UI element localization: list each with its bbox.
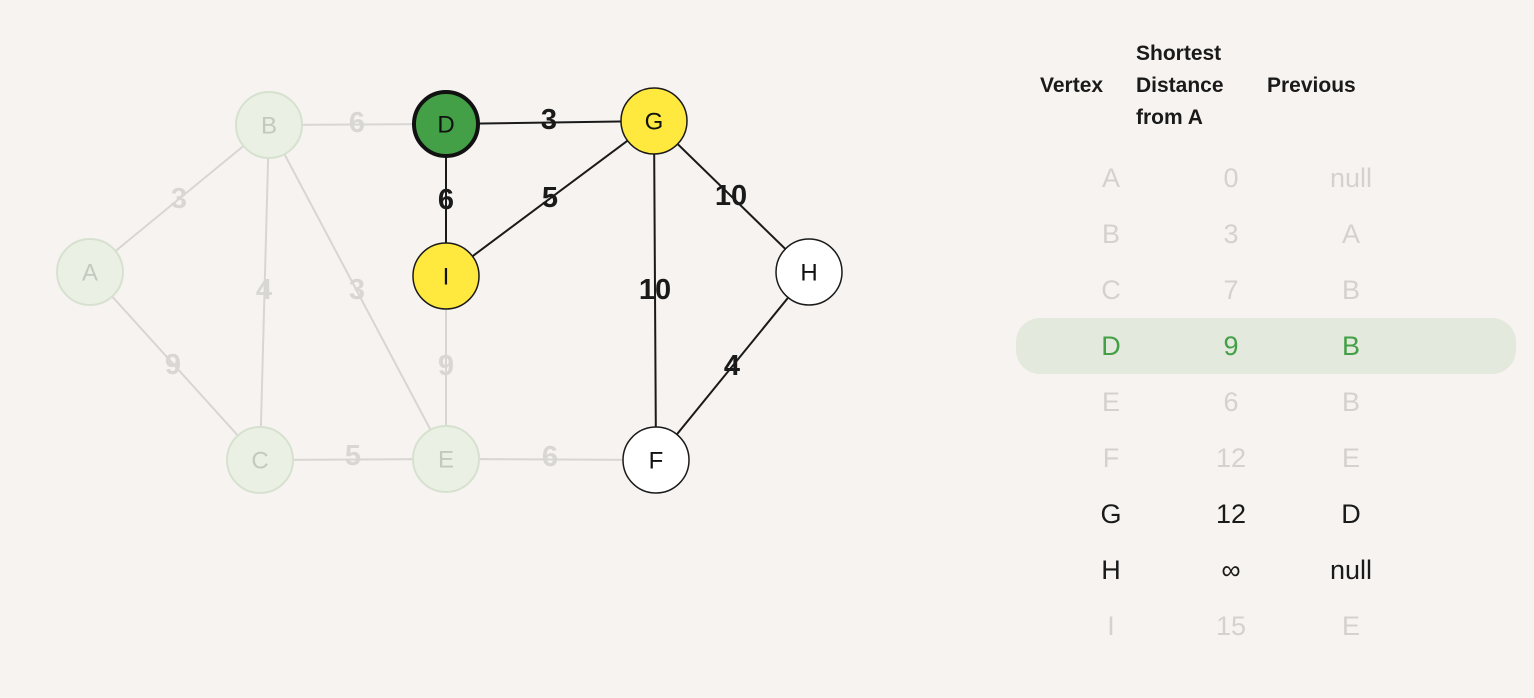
node-a-circle [56,238,124,306]
node-c-circle [226,426,294,494]
node-e-label: E [438,447,454,474]
table-row-c: C 7 B [1016,262,1516,318]
edge-a-c [89,271,261,461]
cell-vertex: E [1101,387,1120,417]
node-e: E [412,425,480,493]
node-h: H [775,238,843,306]
cell-vertex: F [1102,443,1120,473]
table-row-i: I 15 E [1016,598,1516,654]
node-c-label: C [251,448,268,475]
header-vertex: Vertex [1040,74,1104,97]
edge-g-f [653,120,657,461]
cell-vertex: D [1101,331,1121,361]
edge-g-h [653,120,810,273]
edge-weight-b-c: 4 [256,274,272,306]
node-h-label: H [800,260,817,287]
cell-previous: D [1341,499,1361,529]
node-d-label: D [437,112,454,139]
node-g-label: G [645,109,664,136]
edge-weight-g-h: 10 [715,180,747,212]
cell-vertex: G [1100,499,1122,529]
node-b-label: B [261,113,277,140]
cell-previous: B [1341,331,1360,361]
node-g-circle [620,87,688,155]
nodes-layer: A B C D E F G H I [56,87,843,494]
cell-vertex: C [1101,275,1121,305]
edge-a-b [89,124,270,273]
table-row-a: A 0 null [1016,150,1516,206]
cell-distance: 0 [1223,163,1239,193]
node-f: F [622,426,690,494]
edge-weight-a-b: 3 [171,183,187,215]
node-d-circle [412,90,480,158]
node-h-circle [775,238,843,306]
cell-vertex: B [1101,219,1120,249]
node-i-label: I [443,264,450,291]
edge-weight-b-d: 6 [349,107,365,139]
node-b: B [235,91,303,159]
header-distance: Shortest Distance from A [1136,38,1224,134]
edge-weight-e-f: 6 [542,441,558,473]
edge-weight-b-e: 3 [349,274,365,306]
cell-previous: B [1341,387,1360,417]
edge-weight-g-f: 10 [639,274,671,306]
node-c: C [226,426,294,494]
cell-distance: 9 [1223,331,1239,361]
table-row-e: E 6 B [1016,374,1516,430]
header-distance-line-1: Shortest [1136,42,1222,65]
edge-h-f [655,271,810,461]
cell-distance: 12 [1215,499,1247,529]
cell-vertex: I [1107,611,1115,641]
node-a: A [56,238,124,306]
edge-weight-d-i: 6 [438,184,454,216]
edge-weight-i-g: 5 [542,182,558,214]
header-distance-line-3: from A [1136,106,1203,129]
cell-previous: E [1341,443,1360,473]
edge-d-g [445,120,655,125]
node-d: D [412,90,480,158]
edge-weight-c-e: 5 [345,440,361,472]
node-b-circle [235,91,303,159]
edge-b-c [259,124,270,461]
cell-distance: 3 [1223,219,1239,249]
header-distance-line-2: Distance [1136,74,1224,97]
cell-previous: null [1329,555,1373,585]
edge-weight-d-g: 3 [541,104,557,136]
edge-e-f [445,458,657,461]
cell-previous: A [1341,219,1360,249]
cell-distance: 15 [1215,611,1247,641]
edge-weight-a-c: 9 [165,349,181,381]
node-f-circle [622,426,690,494]
edge-b-e [268,124,447,460]
node-g: G [620,87,688,155]
edge-weight-i-e: 9 [438,350,454,382]
node-e-circle [412,425,480,493]
table-row-d: D 9 B [1016,318,1516,374]
cell-distance: ∞ [1221,555,1241,585]
cell-previous: B [1341,275,1360,305]
node-a-label: A [82,260,98,287]
cell-distance: 6 [1223,387,1239,417]
cell-previous: null [1329,163,1373,193]
node-i: I [412,242,480,310]
header-previous: Previous [1267,74,1356,97]
graph-canvas: 3 9 6 4 3 5 6 9 3 6 5 10 10 4 A B C D E F G H I [56,87,843,494]
node-i-circle [412,242,480,310]
cell-previous: E [1341,611,1360,641]
edge-weight-h-f: 4 [724,350,740,382]
table-row-g: G 12 D [1016,486,1516,542]
edge-weights-layer: 3 9 6 4 3 5 6 9 3 6 5 10 10 4 [165,104,747,473]
table-row-b: B 3 A [1016,206,1516,262]
edge-i-g [445,120,655,277]
cell-distance: 7 [1223,275,1239,305]
cell-vertex: A [1101,163,1120,193]
table-row-f: F 12 E [1016,430,1516,486]
cell-vertex: H [1101,555,1121,585]
cell-distance: 12 [1215,443,1247,473]
node-f-label: F [649,448,664,475]
table-row-h: H ∞ null [1016,542,1516,598]
